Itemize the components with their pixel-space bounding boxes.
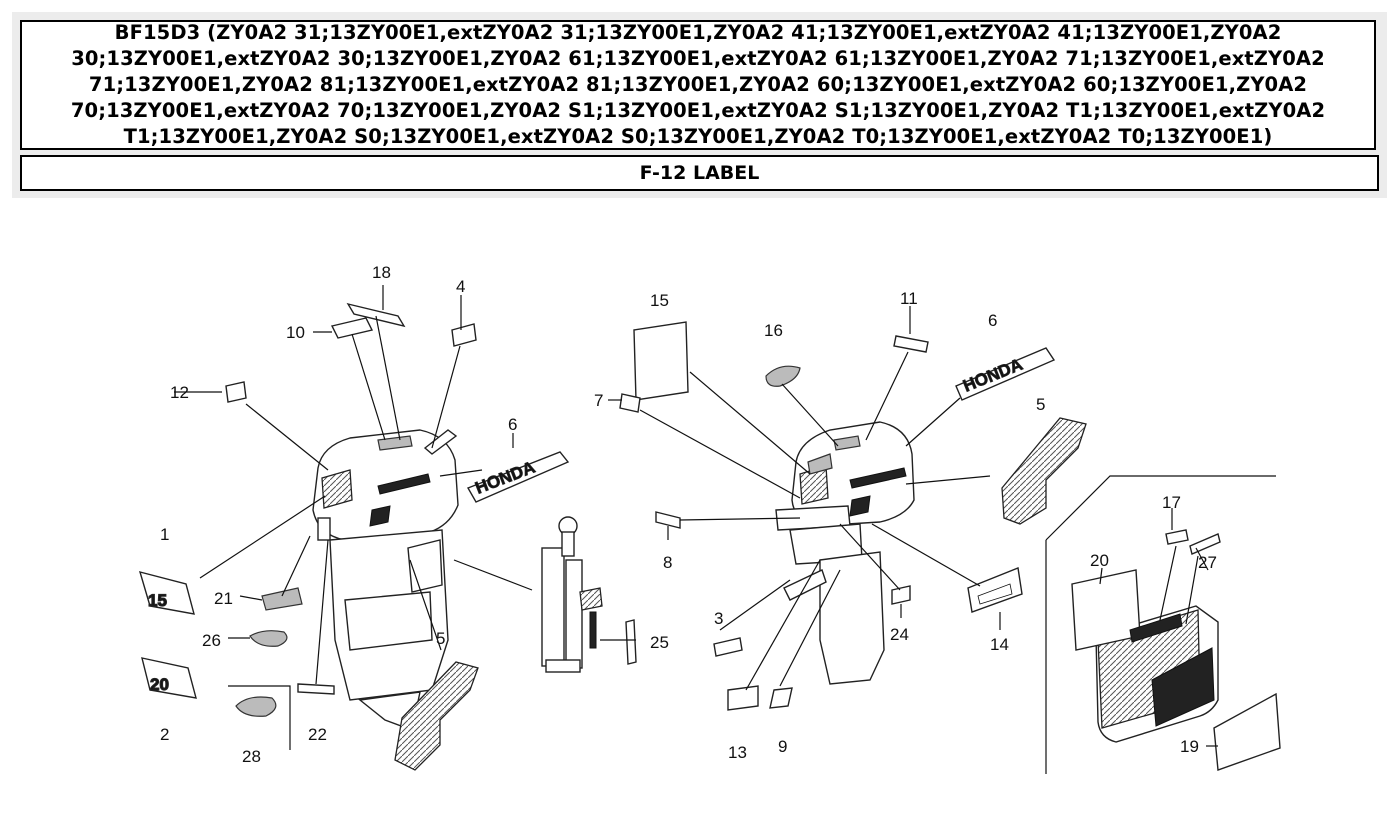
decal-5-left <box>394 661 479 771</box>
decal-5-right <box>1001 417 1087 525</box>
callout-19: 19 <box>1180 737 1199 756</box>
decal-17 <box>1165 529 1189 545</box>
leader-lines-right <box>608 306 1001 691</box>
callout-2: 2 <box>160 725 169 744</box>
decal-26 <box>249 630 288 647</box>
honda-decal-left: HONDA <box>466 451 570 503</box>
right-outboard-motor <box>775 421 915 685</box>
decal-13 <box>727 685 759 711</box>
callout-24: 24 <box>890 625 909 644</box>
battery-inset <box>1045 475 1281 774</box>
callout-3: 3 <box>714 609 723 628</box>
callout-17: 17 <box>1162 493 1181 512</box>
callout-7: 7 <box>594 391 603 410</box>
decal-21-on-motor <box>317 517 331 541</box>
honda-decal-right: HONDA <box>955 347 1056 401</box>
decal-21 <box>261 587 303 611</box>
decal-22 <box>297 683 335 695</box>
callout-5-left: 5 <box>436 629 445 648</box>
decal-11 <box>893 335 929 353</box>
callout-5-right: 5 <box>1036 395 1045 414</box>
badge-20-decal: 20 <box>141 657 197 699</box>
callout-9: 9 <box>778 737 787 756</box>
decal-19 <box>1213 692 1281 771</box>
callout-8: 8 <box>663 553 672 572</box>
decal-20 <box>1071 569 1141 651</box>
parts-diagram: HONDA 15 20 <box>138 263 1281 774</box>
callout-25: 25 <box>650 633 669 652</box>
decal-8 <box>655 511 681 529</box>
callout-27: 27 <box>1198 553 1217 572</box>
callout-22: 22 <box>308 725 327 744</box>
leader-lines-left <box>174 285 636 750</box>
callout-18: 18 <box>372 263 391 282</box>
callout-28: 28 <box>242 747 261 766</box>
callout-1: 1 <box>160 525 169 544</box>
callout-10: 10 <box>286 323 305 342</box>
section-title: F-12 LABEL <box>639 162 760 184</box>
badge-15-decal: 15 <box>138 571 195 615</box>
decal-4 <box>451 323 477 347</box>
callout-6-right: 6 <box>988 311 997 330</box>
decal-12 <box>225 381 247 403</box>
honda-text-left: HONDA <box>473 458 538 498</box>
callout-12: 12 <box>170 383 189 402</box>
callout-6-left: 6 <box>508 415 517 434</box>
callout-11: 11 <box>900 289 918 308</box>
left-outboard-motor <box>312 429 459 731</box>
callout-16: 16 <box>764 321 783 340</box>
badge-15-text: 15 <box>148 591 167 610</box>
decal-15 <box>633 321 689 401</box>
page-title: BF15D3 (ZY0A2 31;13ZY00E1,extZY0A2 31;13… <box>70 21 1326 148</box>
callout-13: 13 <box>728 743 747 762</box>
callout-21: 21 <box>214 589 233 608</box>
decal-25 <box>625 619 637 665</box>
title-box: BF15D3 (ZY0A2 31;13ZY00E1,extZY0A2 31;13… <box>20 20 1376 150</box>
decal-27 <box>1189 533 1221 555</box>
decal-24 <box>891 585 911 605</box>
decal-7 <box>619 393 641 413</box>
callout-26: 26 <box>202 631 221 650</box>
decal-3 <box>713 637 743 657</box>
badge-20-text: 20 <box>150 675 169 694</box>
section-title-box: F-12 LABEL <box>20 155 1379 191</box>
decal-9 <box>769 687 793 709</box>
callout-4: 4 <box>456 277 465 296</box>
callout-numbers: 1 2 3 4 5 5 6 6 7 8 9 10 11 12 13 14 15 … <box>160 263 1217 766</box>
callout-14: 14 <box>990 635 1009 654</box>
trim-cylinder <box>541 516 603 673</box>
callout-15: 15 <box>650 291 669 310</box>
decal-28 <box>235 696 277 717</box>
decal-18 <box>346 302 406 328</box>
decal-14-plate <box>967 567 1023 613</box>
honda-text-right: HONDA <box>960 355 1025 396</box>
decal-16 <box>765 365 801 387</box>
callout-20: 20 <box>1090 551 1109 570</box>
decal-10 <box>330 317 374 339</box>
